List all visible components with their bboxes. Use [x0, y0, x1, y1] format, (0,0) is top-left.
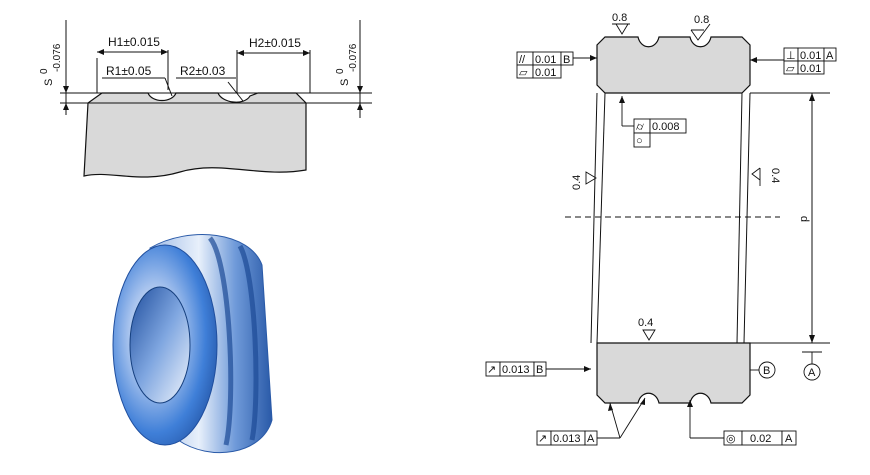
fcf-cylindricity: ⌭ 0.008 ○	[619, 96, 687, 148]
svg-text:B: B	[763, 365, 770, 377]
svg-text:0.4: 0.4	[638, 317, 653, 329]
section-view: p 0.8 0.8 0.4 0.4 0.4 // 0.01	[485, 12, 837, 446]
s-lower-right: -0.076	[348, 43, 359, 72]
roughness-right: 0.4	[751, 167, 781, 186]
svg-text:0.008: 0.008	[652, 121, 680, 133]
dim-r1: R1±0.05	[106, 64, 152, 78]
dim-r2: R2±0.03	[180, 64, 226, 78]
svg-text:⊥: ⊥	[786, 50, 796, 62]
ring-illustration	[112, 234, 273, 453]
fcf-runout-b: ↗ 0.013 B	[485, 361, 591, 377]
svg-text:0.01: 0.01	[535, 54, 556, 66]
svg-text:0.013: 0.013	[553, 433, 581, 445]
s-upper-left: 0	[39, 68, 50, 74]
svg-text:A: A	[826, 50, 834, 62]
svg-text:0.02: 0.02	[750, 433, 771, 445]
svg-text:⌭: ⌭	[636, 121, 644, 133]
svg-text:A: A	[785, 433, 793, 445]
s-label-left: S	[43, 79, 55, 86]
fcf-runout-a: ↗ 0.013 A	[536, 397, 646, 446]
roughness-top-right: 0.8	[690, 14, 711, 41]
svg-text:0.01: 0.01	[800, 50, 821, 62]
svg-text:B: B	[536, 364, 543, 376]
svg-text:0.013: 0.013	[502, 364, 530, 376]
roughness-bottom: 0.4	[638, 317, 656, 341]
svg-text:0.4: 0.4	[769, 168, 781, 183]
svg-text:0.4: 0.4	[571, 175, 583, 190]
svg-text:A: A	[808, 367, 816, 379]
roughness-top-left: 0.8	[612, 12, 630, 35]
svg-text:▱: ▱	[519, 67, 528, 79]
roughness-left: 0.4	[571, 171, 597, 190]
s-upper-right: 0	[335, 68, 346, 74]
svg-text:◎: ◎	[726, 433, 736, 445]
dim-p: p	[798, 216, 810, 222]
svg-text:0.8: 0.8	[612, 12, 627, 24]
svg-text:▱: ▱	[786, 63, 795, 75]
svg-text:↗: ↗	[487, 364, 496, 376]
bottom-block	[596, 342, 751, 404]
dim-h1: H1±0.015	[108, 35, 160, 49]
svg-text:○: ○	[636, 135, 643, 147]
fcf-concentricity: ◎ 0.02 A	[687, 400, 797, 446]
datum-a: A	[802, 351, 822, 381]
profile-part	[83, 92, 307, 178]
svg-text:0.01: 0.01	[535, 67, 556, 79]
svg-text:A: A	[587, 433, 595, 445]
fcf-perpendicularity: ⊥ 0.01 A ▱ 0.01	[750, 47, 837, 75]
s-lower-left: -0.076	[52, 43, 63, 72]
dim-h2: H2±0.015	[249, 36, 301, 50]
svg-text:0.01: 0.01	[800, 63, 821, 75]
top-block	[596, 36, 751, 94]
datum-b: B	[749, 361, 776, 379]
svg-text:B: B	[563, 54, 570, 66]
svg-text://: //	[519, 54, 526, 66]
s-label-right: S	[339, 79, 351, 86]
fcf-parallelism: // 0.01 B ▱ 0.01	[516, 51, 597, 79]
svg-text:↗: ↗	[538, 433, 547, 445]
profile-detail: 0 -0.076 S 0 -0.076 S H1±0.015 H2±0.015 …	[39, 20, 372, 178]
svg-text:0.8: 0.8	[694, 14, 709, 26]
